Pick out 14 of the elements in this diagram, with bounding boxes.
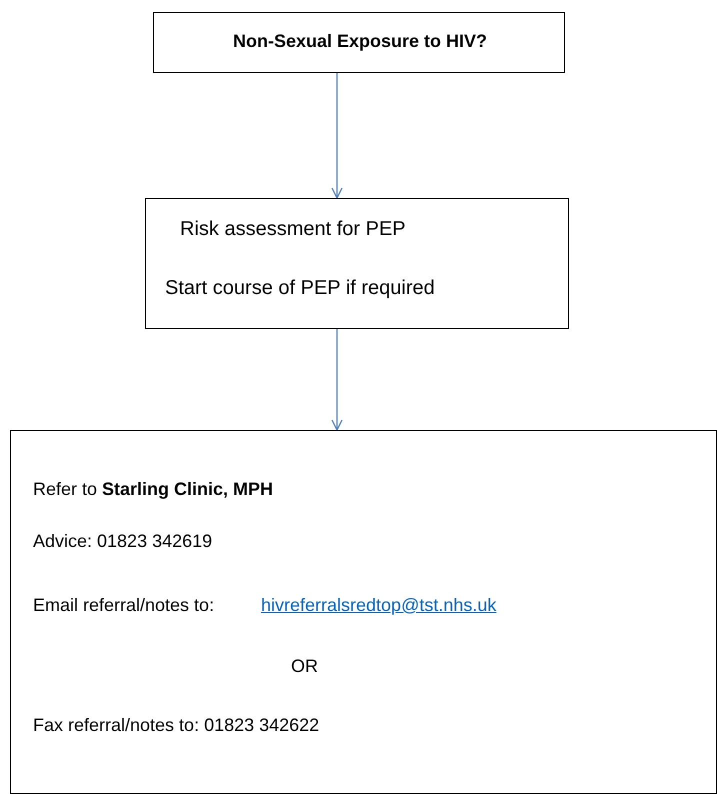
email-link: hivreferralsredtop@tst.nhs.uk [261, 595, 496, 617]
process-box [153, 12, 565, 73]
process-box [145, 198, 569, 329]
arrow [331, 73, 343, 199]
box-text: Fax referral/notes to: 01823 342622 [33, 715, 320, 737]
box-text: Start course of PEP if required [165, 276, 435, 300]
box-text: Risk assessment for PEP [180, 217, 406, 241]
box-text: Advice: 01823 342619 [33, 531, 212, 553]
box-text: Refer to Starling Clinic, MPH [33, 479, 274, 501]
arrow [331, 329, 343, 431]
box-title: Non-Sexual Exposure to HIV? [232, 31, 488, 53]
box-text: Email referral/notes to: [33, 595, 214, 617]
box-text: OR [291, 656, 318, 678]
referral-box [10, 430, 717, 794]
